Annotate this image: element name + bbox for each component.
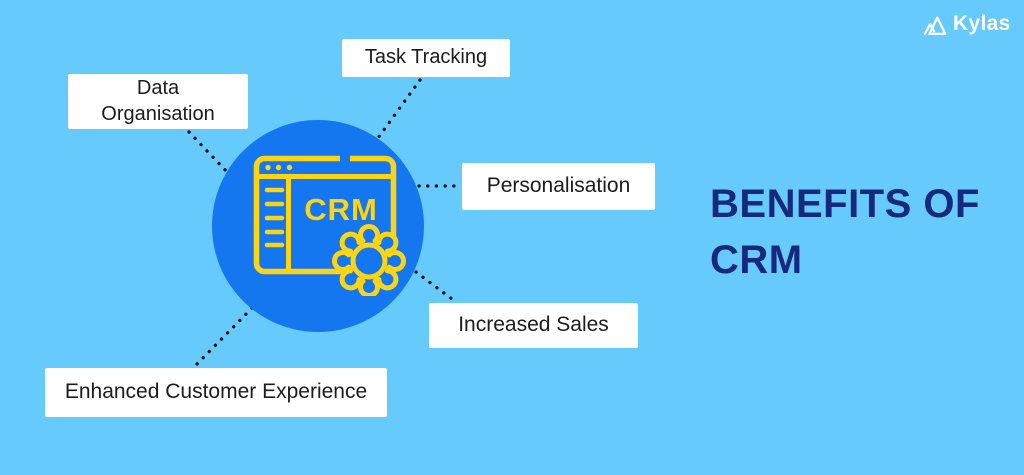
- page-title: BENEFITS OF CRM: [710, 176, 980, 288]
- benefit-label: Enhanced Customer Experience: [64, 380, 368, 404]
- browser-window-outline: [253, 155, 397, 275]
- benefit-data-organisation: Data Organisation: [68, 74, 248, 129]
- benefit-label: Personalisation: [486, 174, 631, 198]
- connector-task-tracking: [376, 78, 422, 140]
- gear-badge-icon: [332, 224, 406, 296]
- gear-inner-circle: [350, 242, 388, 280]
- benefit-label: Increased Sales: [458, 313, 609, 337]
- page-title-line2: CRM: [710, 238, 803, 282]
- benefit-label: Data Organisation: [101, 76, 215, 125]
- window-dot-1: [265, 164, 271, 171]
- benefit-enhanced-customer-experience: Enhanced Customer Experience: [45, 368, 387, 417]
- connector-data-organisation: [187, 130, 231, 176]
- window-dot-3: [286, 164, 293, 171]
- benefit-task-tracking: Task Tracking: [342, 39, 510, 77]
- window-top-gap: [340, 154, 350, 163]
- sidebar-list-lines: [264, 187, 285, 248]
- crm-center-circle: [212, 120, 424, 332]
- crm-browser-gear-icon: CRM: [253, 154, 406, 296]
- window-dot-2: [275, 164, 282, 171]
- mountain-logo-icon: [923, 16, 947, 36]
- brand-name: Kylas: [953, 12, 1011, 35]
- crm-icon-label: CRM: [304, 192, 378, 227]
- benefit-increased-sales: Increased Sales: [429, 303, 638, 348]
- benefit-personalisation: Personalisation: [462, 163, 655, 210]
- page-title-line1: BENEFITS OF: [710, 182, 980, 226]
- connector-increased-sales: [414, 270, 454, 301]
- connector-enhanced-customer-experience: [195, 306, 254, 366]
- benefit-label: Task Tracking: [364, 46, 488, 69]
- brand-logo: Kylas: [921, 10, 1011, 38]
